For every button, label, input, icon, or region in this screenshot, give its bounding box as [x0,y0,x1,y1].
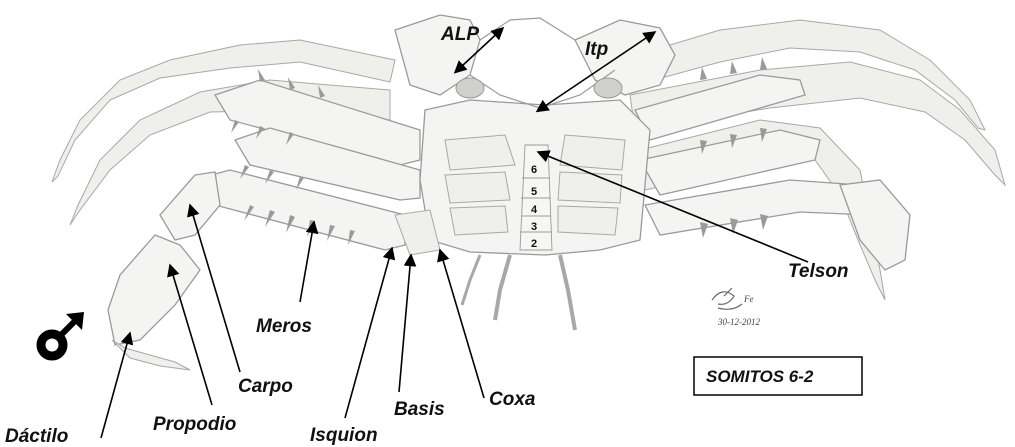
signature-initials: Fe [743,294,754,304]
male-symbol-icon [41,312,84,356]
label-coxa: Coxa [489,389,536,410]
label-itp: Itp [585,39,608,60]
label-propodio: Propodio [153,414,236,435]
basis-arrow [399,255,411,392]
coxa-arrow [440,250,484,398]
label-isquion: Isquion [310,425,378,446]
label-telson: Telson [788,261,849,282]
carpo-arrow [190,205,240,372]
somitos-box-title: SOMITOS 6-2 [706,367,814,386]
dactilo-arrow [101,333,130,438]
propodio-segment [108,235,200,345]
label-dactilo: Dáctilo [5,426,68,447]
somite-6: 6 [531,164,537,176]
somite-5: 5 [531,186,537,198]
artist-signature: Fe 30-12-2012 [712,288,760,327]
somite-2: 2 [531,238,537,250]
label-carpo: Carpo [238,376,293,397]
meros-arrow [300,222,314,302]
propodio-arrow [170,265,212,405]
signature-date: 30-12-2012 [717,317,760,327]
crab-illustration [52,15,1005,370]
somite-3: 3 [531,221,537,233]
isquion-arrow [345,248,392,418]
somite-4: 4 [531,204,538,216]
label-alp: ALP [440,24,479,45]
label-meros: Meros [256,316,312,337]
label-basis: Basis [394,399,445,420]
somitos-box: SOMITOS 6-2 [694,357,862,395]
